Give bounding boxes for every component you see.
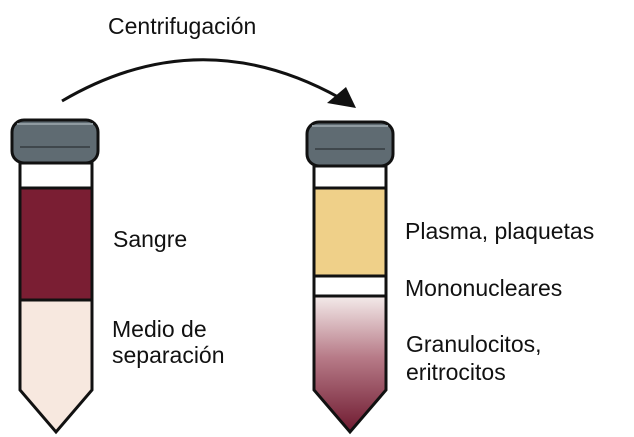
granulocytes-label-line1: Granulocitos, bbox=[406, 331, 542, 357]
tube-before-cap bbox=[10, 118, 100, 165]
separation-medium-layer bbox=[18, 298, 94, 435]
medium-label-line1: Medio de bbox=[112, 316, 207, 342]
tube-after-cap bbox=[305, 120, 395, 168]
mononuclear-layer bbox=[312, 274, 388, 298]
centrifugation-arrow bbox=[61, 58, 356, 108]
medium-label-line2: separación bbox=[112, 342, 225, 368]
mononuclear-label: Mononucleares bbox=[405, 275, 562, 301]
tube-after bbox=[305, 120, 395, 435]
plasma-layer bbox=[312, 186, 388, 278]
tube-before bbox=[10, 118, 100, 435]
granulocytes-label-line2: eritrocitos bbox=[406, 359, 506, 385]
granulocyte-erythrocyte-layer bbox=[312, 294, 388, 435]
blood-label: Sangre bbox=[113, 226, 187, 252]
plasma-label: Plasma, plaquetas bbox=[405, 218, 594, 244]
arrow-label: Centrifugación bbox=[108, 13, 256, 39]
blood-layer bbox=[18, 186, 94, 302]
